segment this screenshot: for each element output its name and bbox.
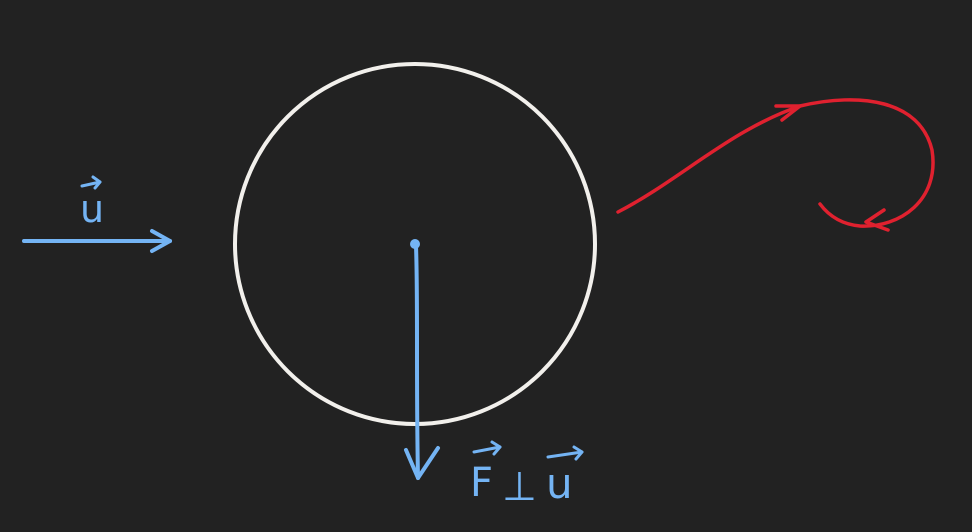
velocity-vector-mark — [80, 175, 102, 190]
force-label-u: u — [546, 459, 573, 508]
force-vector-marks — [472, 440, 584, 461]
trajectory-curve — [616, 98, 935, 232]
force-arrow — [404, 244, 440, 480]
perpendicular-symbol: ⊥ — [502, 464, 537, 510]
velocity-label-text: u — [80, 187, 104, 231]
velocity-arrow — [22, 229, 172, 253]
velocity-label: u — [80, 175, 104, 231]
force-relation-label: F ⊥ u — [470, 440, 584, 510]
force-label-F: F — [470, 460, 493, 506]
body-circle — [233, 62, 597, 426]
